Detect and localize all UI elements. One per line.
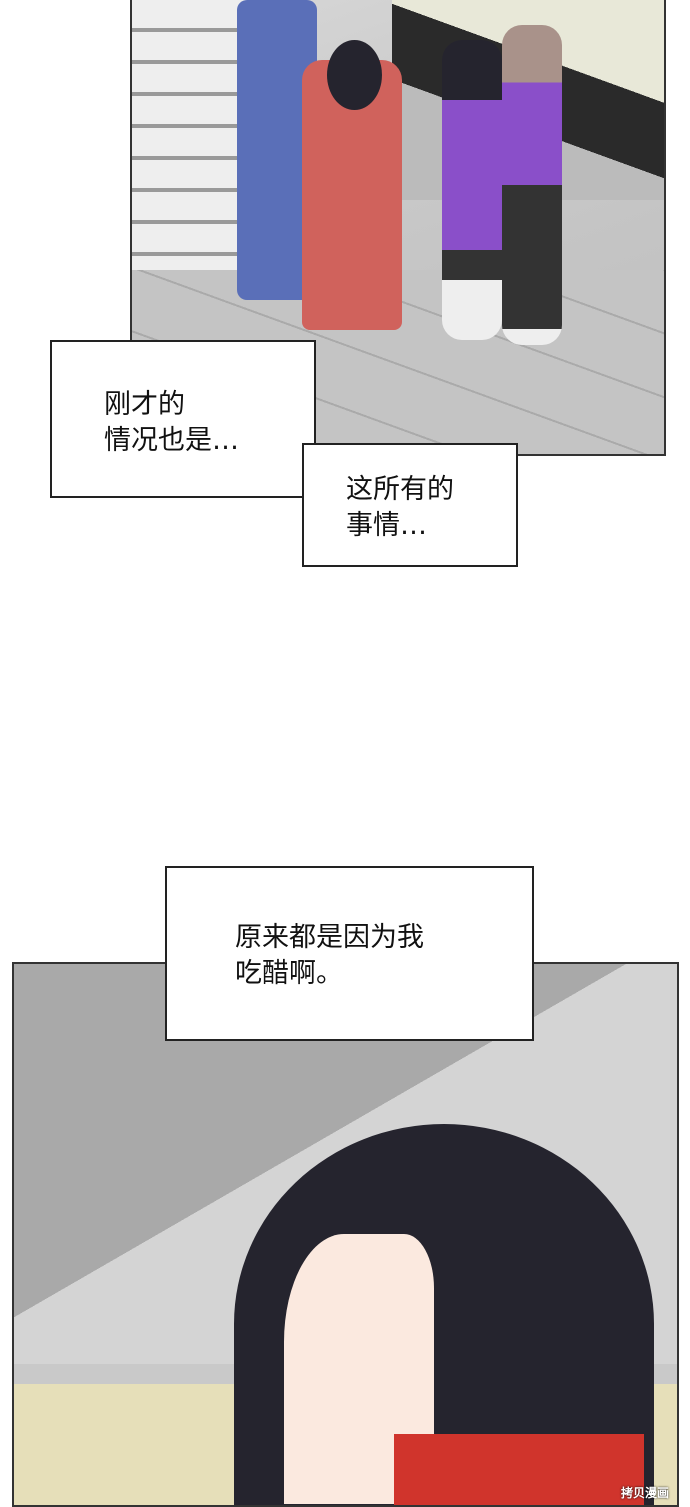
bubble-line: 吃醋啊。 xyxy=(235,958,343,989)
staircase xyxy=(132,0,252,270)
red-shirt xyxy=(394,1434,644,1505)
bubble-line: 事情… xyxy=(346,510,427,541)
speech-bubble: 这所有的 事情… xyxy=(302,443,518,567)
speech-bubble: 原来都是因为我 吃醋啊。 xyxy=(165,866,534,1041)
watermark: 拷贝漫画 xyxy=(620,1486,669,1500)
girl-purple-2 xyxy=(502,25,562,345)
hair-black xyxy=(327,40,382,110)
bubble-line: 情况也是… xyxy=(104,425,239,456)
comic-panel-top xyxy=(130,0,666,456)
girl-purple-1 xyxy=(442,40,502,340)
comic-panel-bottom: 拷贝漫画 xyxy=(12,962,679,1507)
bubble-line: 这所有的 xyxy=(346,474,454,505)
bubble-line: 刚才的 xyxy=(104,389,185,420)
speech-bubble: 刚才的 情况也是… xyxy=(50,340,316,498)
bubble-line: 原来都是因为我 xyxy=(235,922,424,953)
